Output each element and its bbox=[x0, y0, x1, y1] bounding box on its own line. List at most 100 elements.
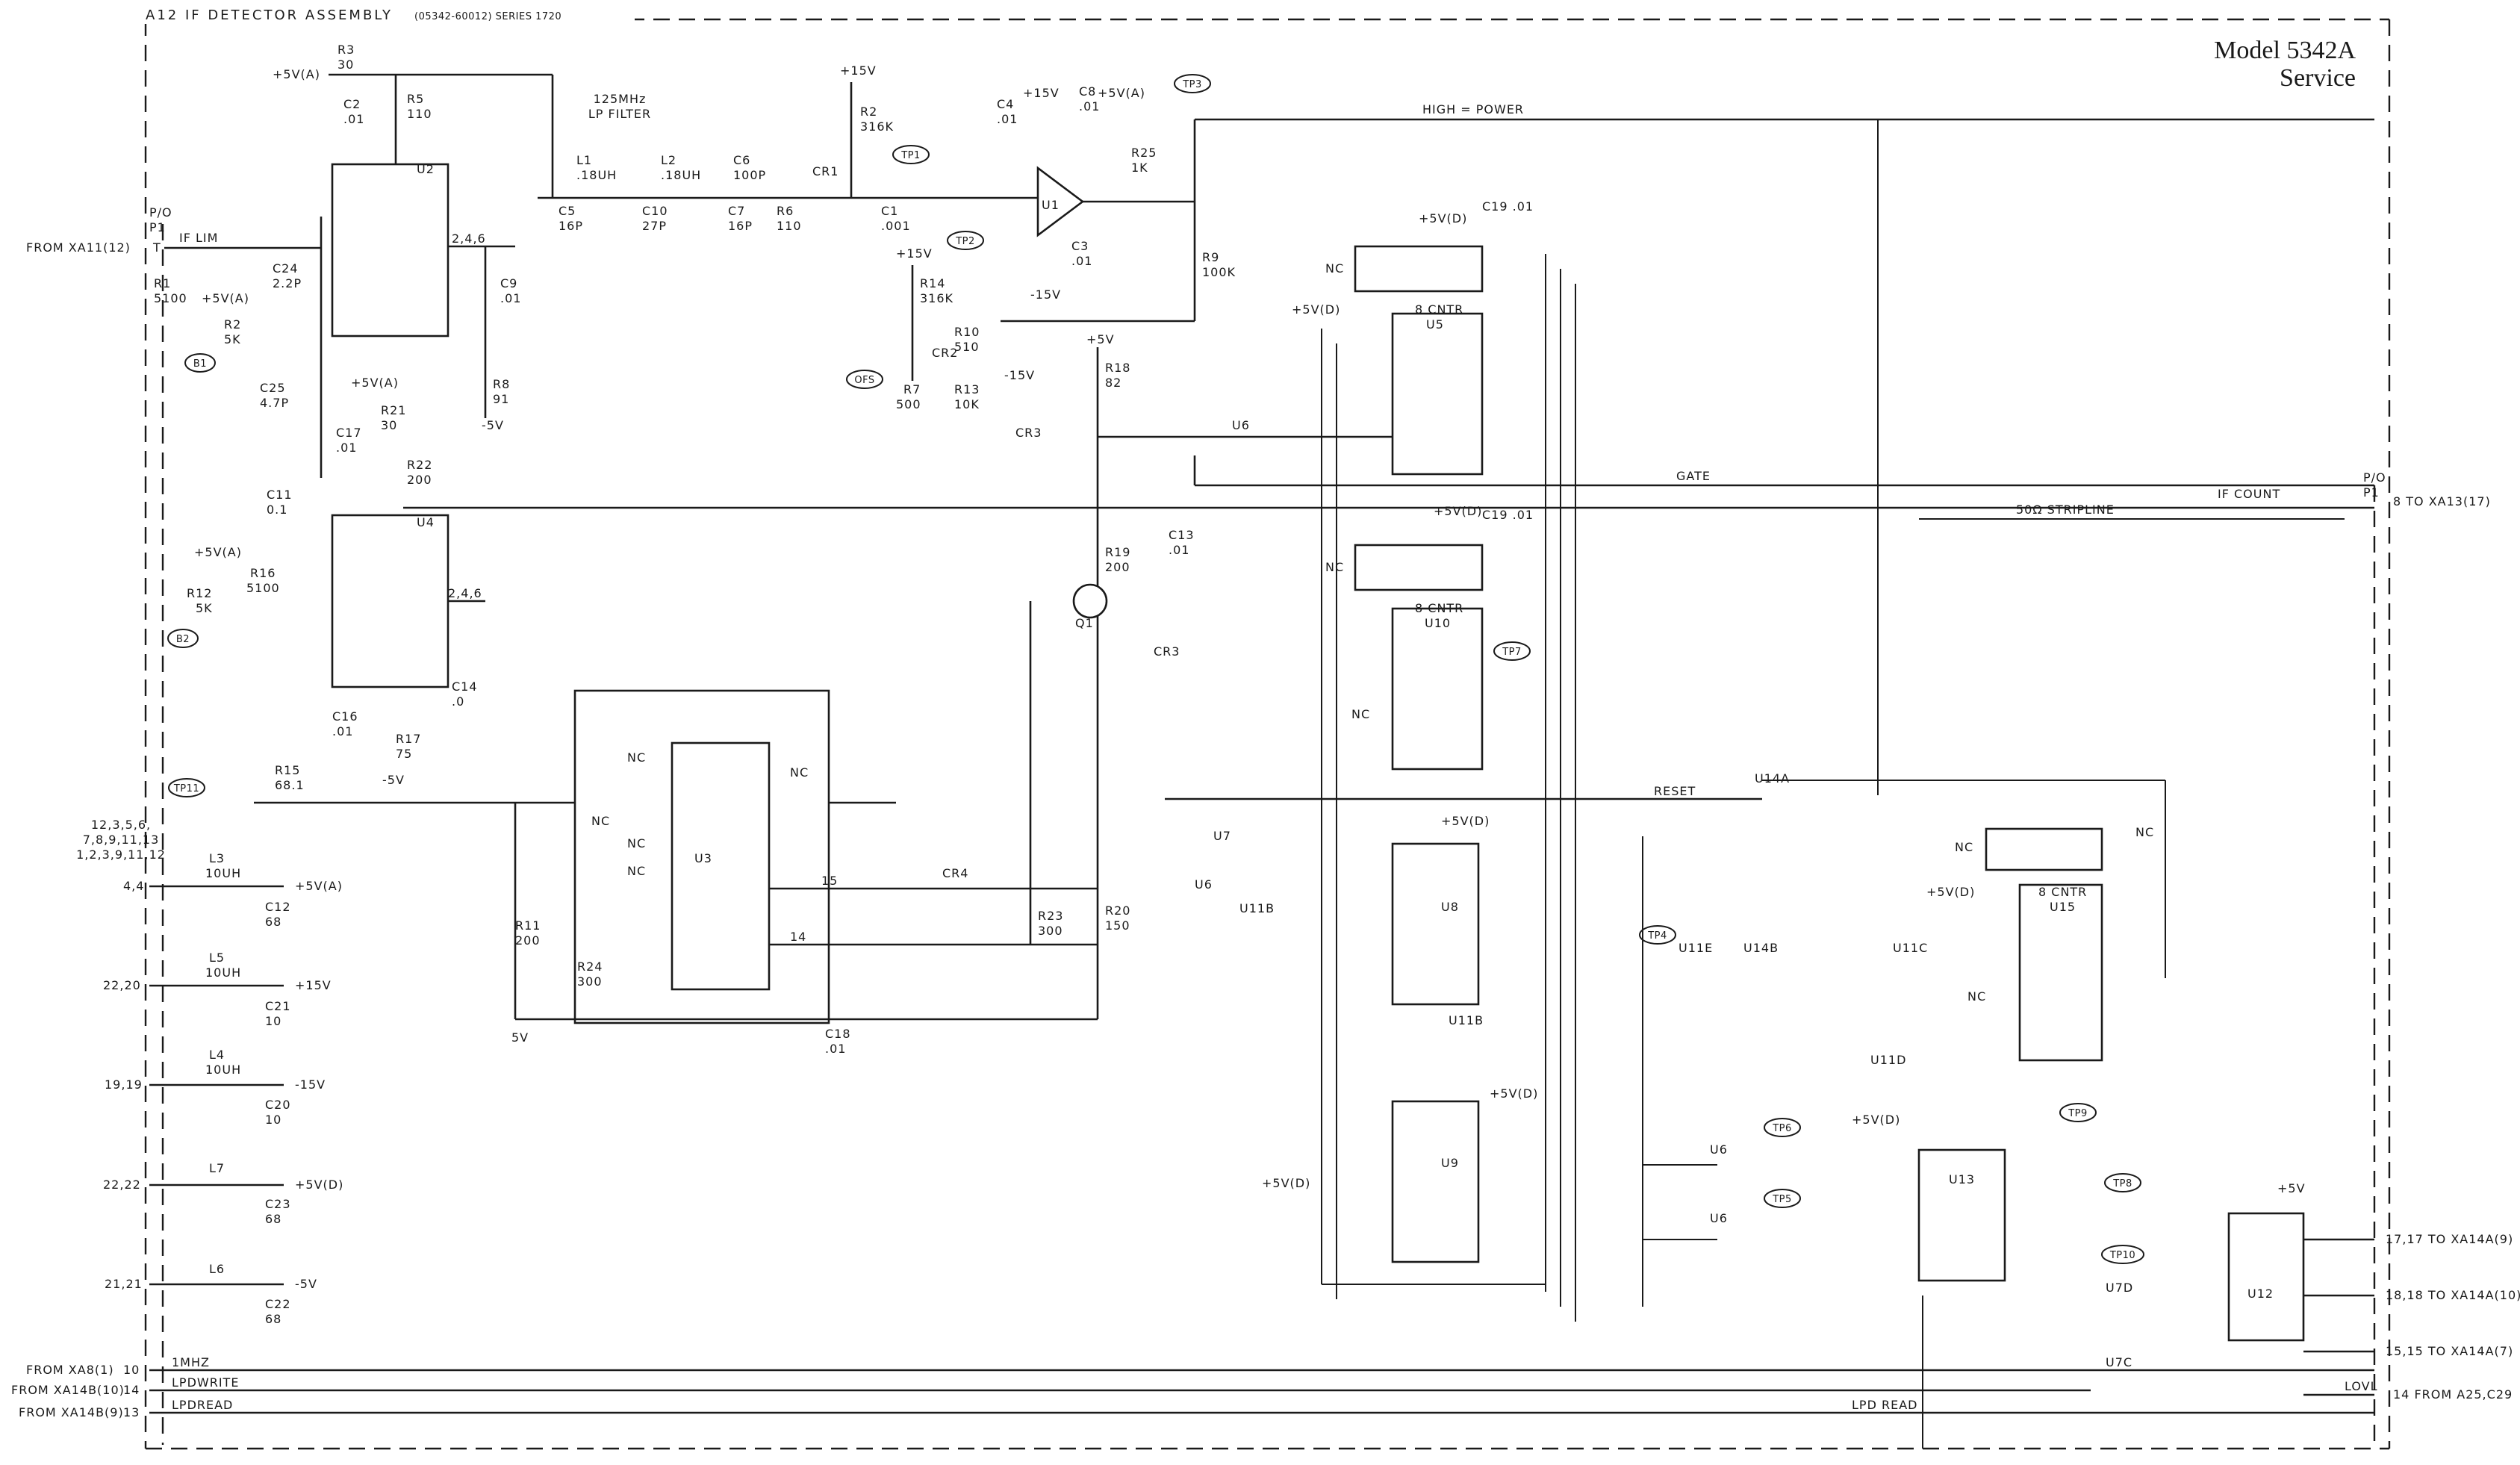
lpdwrite-label: LPDWRITE bbox=[172, 1375, 239, 1390]
r16-label: R16 bbox=[250, 566, 276, 580]
test-point-tp6 bbox=[1764, 1118, 1801, 1137]
r2-label: R2 bbox=[224, 317, 241, 332]
u15-label: U15 bbox=[2050, 900, 2076, 914]
rail-15v-out: +15V bbox=[295, 978, 332, 992]
c23-value: 68 bbox=[265, 1212, 281, 1226]
tp6-label: TP6 bbox=[1772, 1123, 1792, 1134]
r15-label: R15 bbox=[275, 763, 300, 777]
cr1-label: CR1 bbox=[812, 164, 839, 178]
r9-label: R9 bbox=[1202, 250, 1219, 264]
pin-2222-label: 22,22 bbox=[103, 1178, 141, 1192]
u6-mid-label: U6 bbox=[1195, 877, 1213, 892]
tp5-label: TP5 bbox=[1772, 1194, 1792, 1205]
u3-nc-9: NC bbox=[591, 814, 610, 828]
c8-label: C8 bbox=[1079, 84, 1096, 99]
ic-u4 bbox=[331, 514, 449, 688]
test-point-tp10 bbox=[2101, 1245, 2144, 1264]
c19-top-label: C19 .01 bbox=[1482, 199, 1534, 214]
rail-m15-r13: -15V bbox=[1004, 368, 1035, 382]
r8-value: 91 bbox=[493, 392, 509, 406]
c3-label: C3 bbox=[1071, 239, 1089, 253]
r22-label: R22 bbox=[407, 458, 432, 472]
l5-label: L5 bbox=[209, 951, 225, 965]
r5-value: 110 bbox=[407, 107, 432, 121]
test-point-tp2 bbox=[947, 231, 984, 250]
l4-label: L4 bbox=[209, 1048, 225, 1062]
rail-5va-r2: +5V(A) bbox=[202, 291, 249, 305]
to-xa14a9-label: 17,17 TO XA14A(9) bbox=[2386, 1232, 2513, 1246]
u10-nc-cd: NC bbox=[1351, 707, 1370, 721]
u2-pins-label: 2,4,6 bbox=[452, 231, 486, 246]
transistor-q1 bbox=[1072, 583, 1108, 619]
u6-b1-label: U6 bbox=[1710, 1142, 1728, 1157]
tp3-label: TP3 bbox=[1182, 79, 1202, 90]
rail-15v-r14: +15V bbox=[896, 246, 933, 261]
u6-b2-label: U6 bbox=[1710, 1211, 1728, 1225]
opamp-u1 bbox=[1036, 166, 1085, 237]
r18-value: 82 bbox=[1105, 376, 1121, 390]
rail-5vd-u13: +5V(D) bbox=[1852, 1113, 1900, 1127]
r2-value: 5K bbox=[224, 332, 241, 346]
rail-5va-r21: +5V(A) bbox=[351, 376, 399, 390]
c13-value: .01 bbox=[1169, 543, 1189, 557]
r17-rail: -5V bbox=[382, 773, 405, 787]
r16-value: 5100 bbox=[246, 581, 280, 595]
ic-u10-dc bbox=[1354, 544, 1484, 591]
to-xa14a7-label: 15,15 TO XA14A(7) bbox=[2386, 1344, 2513, 1358]
lovl-label: LOVL bbox=[2345, 1379, 2378, 1393]
cr3-top-label: CR3 bbox=[1015, 426, 1042, 440]
test-point-tp9 bbox=[2059, 1103, 2097, 1122]
c25-value: 4.7P bbox=[260, 396, 289, 410]
to-xa13-label: 8 TO XA13(17) bbox=[2393, 494, 2491, 508]
c16-label: C16 bbox=[332, 709, 358, 724]
rail-5vd-u10: +5V(D) bbox=[1434, 504, 1482, 518]
c22-value: 68 bbox=[265, 1312, 281, 1326]
c9-label: C9 bbox=[500, 276, 517, 290]
r23-value: 300 bbox=[1038, 924, 1063, 938]
pin-10-label: 10 bbox=[123, 1363, 140, 1377]
c9-value: .01 bbox=[500, 291, 521, 305]
rail-m15-out: -15V bbox=[295, 1077, 326, 1092]
c7-label: C7 bbox=[728, 204, 745, 218]
high-power-label: HIGH = POWER bbox=[1422, 102, 1524, 116]
from-a25-label: 14 FROM A25,C29 bbox=[2393, 1387, 2513, 1402]
u5-label: U5 bbox=[1426, 317, 1444, 332]
tp4-label: TP4 bbox=[1647, 930, 1667, 942]
b1-label: B1 bbox=[193, 358, 207, 370]
test-point-tp11 bbox=[168, 778, 205, 797]
ic-u13 bbox=[1917, 1148, 2006, 1282]
r1-value: 5100 bbox=[154, 291, 187, 305]
r3-value: 30 bbox=[337, 57, 354, 72]
u10-label: U10 bbox=[1425, 616, 1451, 630]
u5-cntr-label: 8 CNTR bbox=[1415, 302, 1463, 317]
l2-label: L2 bbox=[661, 153, 676, 167]
b2-label: B2 bbox=[176, 634, 190, 645]
u12-label: U12 bbox=[2247, 1287, 2274, 1301]
r11-value: 200 bbox=[515, 933, 541, 948]
u15-nc-cd: NC bbox=[1967, 989, 1986, 1004]
u7d-label: U7D bbox=[2106, 1281, 2133, 1295]
r10-label: R10 bbox=[954, 325, 980, 339]
u7c-label: U7C bbox=[2106, 1355, 2132, 1369]
gate-label: GATE bbox=[1676, 469, 1711, 483]
u3-nc-12: NC bbox=[627, 864, 646, 878]
ic-u5-dc bbox=[1354, 245, 1484, 293]
if-lim-label: IF LIM bbox=[179, 231, 218, 245]
u10-nc: NC bbox=[1325, 560, 1344, 574]
r2b-value: 316K bbox=[860, 119, 894, 134]
ic-u2 bbox=[331, 163, 449, 338]
c6-value: 100P bbox=[733, 168, 766, 182]
u9-label: U9 bbox=[1441, 1156, 1459, 1170]
opamp-u1-label: U1 bbox=[1042, 198, 1060, 212]
1mhz-label: 1MHZ bbox=[172, 1355, 210, 1369]
c1-value: .001 bbox=[881, 219, 911, 233]
assembly-part-number: (05342-60012) SERIES 1720 bbox=[414, 11, 561, 22]
tp8-label: TP8 bbox=[2112, 1178, 2132, 1189]
ic-u3-label: U3 bbox=[694, 851, 712, 865]
r14-value: 316K bbox=[920, 291, 953, 305]
test-point-tp7 bbox=[1493, 641, 1531, 661]
r20-label: R20 bbox=[1105, 903, 1130, 918]
